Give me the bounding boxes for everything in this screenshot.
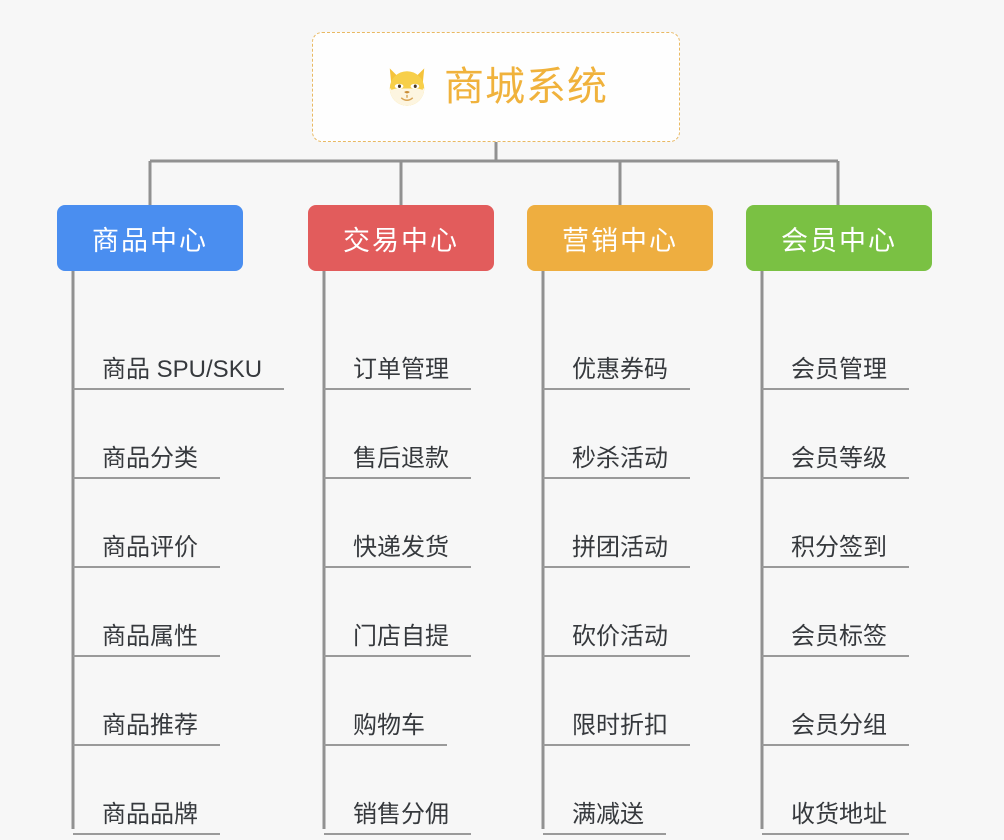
branch-header-label: 商品中心 — [92, 225, 208, 256]
leaf-item[interactable]: 售后退款 — [324, 390, 471, 479]
leaf-label: 满减送 — [543, 801, 666, 835]
branch-column-trade: 交易中心 订单管理 售后退款 快递发货 门店自提 购物车 销售分佣 — [308, 205, 494, 835]
leaf-label: 商品评价 — [73, 534, 220, 568]
leaf-item[interactable]: 销售分佣 — [324, 746, 471, 835]
leaf-label: 商品属性 — [73, 623, 220, 657]
leaf-label: 会员分组 — [762, 712, 909, 746]
leaf-label: 售后退款 — [324, 445, 471, 479]
leaf-list-member: 会员管理 会员等级 积分签到 会员标签 会员分组 收货地址 — [762, 301, 909, 835]
leaf-label: 收货地址 — [762, 801, 909, 835]
leaf-label: 限时折扣 — [543, 712, 690, 746]
branch-header-label: 营销中心 — [562, 225, 678, 256]
leaf-list-marketing: 优惠券码 秒杀活动 拼团活动 砍价活动 限时折扣 满减送 — [543, 301, 690, 835]
branch-header-product[interactable]: 商品中心 — [57, 205, 243, 271]
branch-header-member[interactable]: 会员中心 — [746, 205, 932, 271]
branch-header-label: 交易中心 — [343, 225, 459, 256]
leaf-label: 商品品牌 — [73, 801, 220, 835]
leaf-item[interactable]: 优惠券码 — [543, 301, 690, 390]
leaf-item[interactable]: 积分签到 — [762, 479, 909, 568]
leaf-item[interactable]: 满减送 — [543, 746, 690, 835]
leaf-label: 会员管理 — [762, 356, 909, 390]
leaf-item[interactable]: 会员分组 — [762, 657, 909, 746]
leaf-item[interactable]: 商品分类 — [73, 390, 284, 479]
leaf-item[interactable]: 商品推荐 — [73, 657, 284, 746]
leaf-label: 商品 SPU/SKU — [73, 356, 285, 390]
leaf-label: 门店自提 — [324, 623, 471, 657]
leaf-list-product: 商品 SPU/SKU 商品分类 商品评价 商品属性 商品推荐 商品品牌 — [73, 301, 285, 835]
leaf-item[interactable]: 商品 SPU/SKU — [73, 301, 285, 390]
branch-header-label: 会员中心 — [781, 225, 897, 256]
leaf-label: 订单管理 — [324, 356, 471, 390]
branch-column-member: 会员中心 会员管理 会员等级 积分签到 会员标签 会员分组 收货地址 — [746, 205, 932, 835]
branch-column-marketing: 营销中心 优惠券码 秒杀活动 拼团活动 砍价活动 限时折扣 满减送 — [527, 205, 713, 835]
root-node[interactable]: 商城系统 — [312, 32, 680, 142]
leaf-item[interactable]: 快递发货 — [324, 479, 471, 568]
leaf-item[interactable]: 商品品牌 — [73, 746, 284, 835]
leaf-item[interactable]: 砍价活动 — [543, 568, 690, 657]
leaf-item[interactable]: 购物车 — [324, 657, 471, 746]
shiba-dog-face-icon — [389, 68, 425, 106]
leaf-item[interactable]: 会员等级 — [762, 390, 909, 479]
branch-column-product: 商品中心 商品 SPU/SKU 商品分类 商品评价 商品属性 商品推荐 商品品牌 — [57, 205, 285, 835]
leaf-item[interactable]: 秒杀活动 — [543, 390, 690, 479]
leaf-label: 销售分佣 — [324, 801, 471, 835]
leaf-label: 会员标签 — [762, 623, 909, 657]
leaf-label: 拼团活动 — [543, 534, 690, 568]
leaf-label: 商品分类 — [73, 445, 220, 479]
branch-header-trade[interactable]: 交易中心 — [308, 205, 494, 271]
leaf-label: 秒杀活动 — [543, 445, 690, 479]
leaf-item[interactable]: 订单管理 — [324, 301, 471, 390]
leaf-label: 砍价活动 — [543, 623, 690, 657]
leaf-label: 商品推荐 — [73, 712, 220, 746]
leaf-item[interactable]: 拼团活动 — [543, 479, 690, 568]
leaf-item[interactable]: 会员管理 — [762, 301, 909, 390]
branch-header-marketing[interactable]: 营销中心 — [527, 205, 713, 271]
leaf-item[interactable]: 限时折扣 — [543, 657, 690, 746]
leaf-label: 优惠券码 — [543, 356, 690, 390]
root-title: 商城系统 — [444, 65, 608, 109]
leaf-label: 快递发货 — [324, 534, 471, 568]
leaf-label: 购物车 — [324, 712, 447, 746]
leaf-item[interactable]: 商品评价 — [73, 479, 284, 568]
leaf-list-trade: 订单管理 售后退款 快递发货 门店自提 购物车 销售分佣 — [324, 301, 471, 835]
leaf-item[interactable]: 门店自提 — [324, 568, 471, 657]
leaf-label: 积分签到 — [762, 534, 909, 568]
leaf-item[interactable]: 收货地址 — [762, 746, 909, 835]
leaf-item[interactable]: 会员标签 — [762, 568, 909, 657]
leaf-label: 会员等级 — [762, 445, 909, 479]
leaf-item[interactable]: 商品属性 — [73, 568, 284, 657]
